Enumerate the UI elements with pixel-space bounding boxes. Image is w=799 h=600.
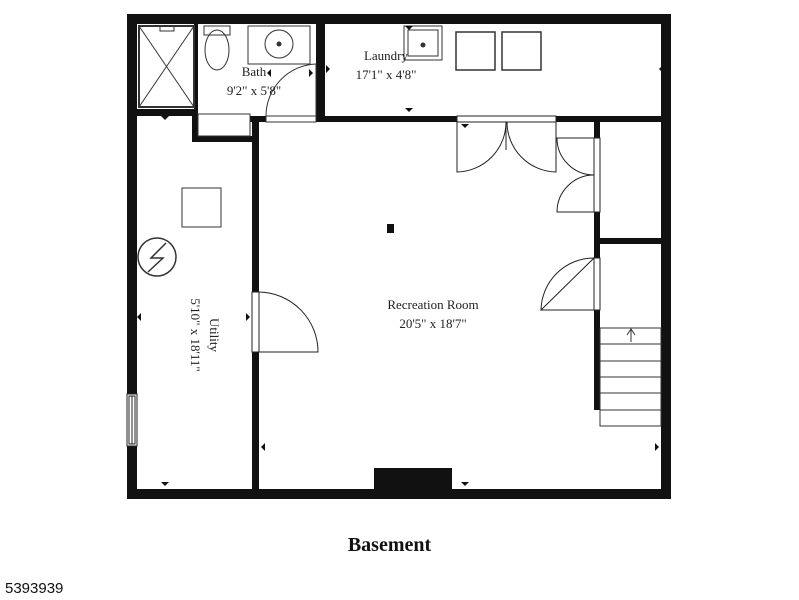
floor-title: Basement: [347, 534, 432, 556]
utility-label: Utility: [207, 318, 222, 352]
recreation-room-label: Recreation Room: [387, 297, 478, 312]
bath-sink-cabinet: [247, 25, 311, 65]
bath-label: Bath: [242, 64, 267, 79]
column: [387, 224, 394, 233]
utility-dims: 5'10" x 18'11": [188, 298, 203, 371]
bath-fixtures: [197, 25, 317, 137]
electric-panel-icon: [137, 237, 177, 277]
interior-walls: [137, 24, 666, 489]
dryer: [501, 31, 542, 71]
outer-walls: [127, 14, 671, 499]
dimension-markers: [137, 26, 663, 486]
washer: [455, 31, 496, 71]
recreation-room-dims: 20'5" x 18'7": [399, 316, 466, 331]
fireplace: [374, 468, 452, 489]
laundry-dims: 17'1" x 4'8": [356, 67, 417, 82]
toilet-bowl: [204, 29, 230, 71]
utility-fixtures: [137, 187, 222, 277]
bath-sink: [264, 29, 294, 59]
shower: [138, 25, 195, 108]
bath-dims: 9'2" x 5'8": [227, 83, 281, 98]
laundry-fixtures: [403, 25, 542, 71]
water-heater: [181, 187, 222, 228]
laundry-label: Laundry: [364, 48, 409, 63]
toilet-tank: [203, 25, 231, 36]
listing-id: 5393939: [5, 580, 64, 597]
laundry-sink: [403, 25, 443, 61]
doors: [126, 115, 601, 447]
stairs: [599, 327, 662, 427]
